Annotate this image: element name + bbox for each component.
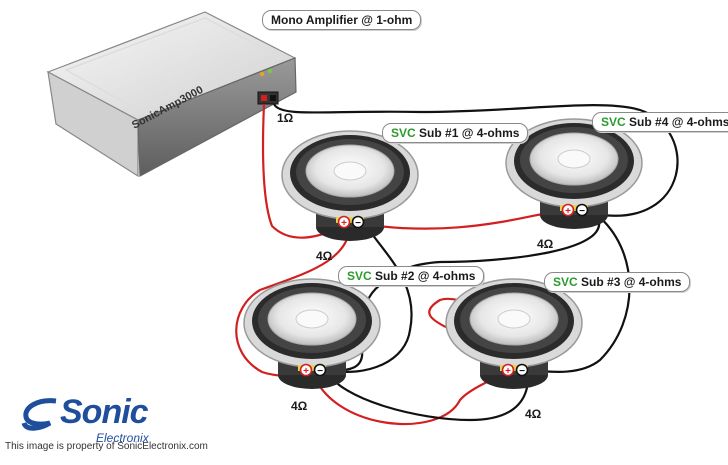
- sub1-label: Sub #1 @ 4-ohms: [419, 126, 520, 140]
- sub4-callout: SVC Sub #4 @ 4-ohms: [592, 112, 728, 132]
- amp-terminal-block: [257, 91, 279, 105]
- sub4-label: Sub #4 @ 4-ohms: [629, 115, 728, 129]
- sub4-speaker: +−: [505, 118, 643, 229]
- amplifier-callout: Mono Amplifier @ 1-ohm: [262, 10, 422, 30]
- sub4-negative-terminal: −: [575, 203, 589, 217]
- sub1-callout: SVC Sub #1 @ 4-ohms: [382, 123, 529, 143]
- sub1-impedance: 4Ω: [316, 249, 333, 263]
- svg-text:−: −: [317, 366, 323, 377]
- svg-text:−: −: [355, 218, 361, 229]
- sub3-impedance: 4Ω: [525, 407, 542, 421]
- subwoofers: +−+−+−+−: [243, 118, 643, 389]
- svg-text:+: +: [505, 366, 511, 377]
- sub3-svc-tag: SVC: [553, 275, 578, 289]
- svg-text:+: +: [303, 366, 309, 377]
- sub2-speaker: +−: [243, 278, 381, 389]
- sub1-speaker: +−: [281, 130, 419, 241]
- sub1-negative-terminal: −: [351, 215, 365, 229]
- sub4-impedance: 4Ω: [537, 237, 554, 251]
- sonic-electronix-logo: Sonic Electronix: [21, 393, 149, 445]
- brand-name: Sonic: [60, 393, 149, 431]
- sub3-negative-terminal: −: [515, 363, 529, 377]
- sub2-label: Sub #2 @ 4-ohms: [375, 269, 476, 283]
- svg-text:−: −: [579, 206, 585, 217]
- sub2-negative-terminal: −: [313, 363, 327, 377]
- svg-text:−: −: [519, 366, 525, 377]
- image-credit: This image is property of SonicElectroni…: [5, 441, 208, 452]
- sub4-positive-terminal: +: [561, 203, 575, 217]
- sub1-svc-tag: SVC: [391, 126, 416, 140]
- sub3-callout: SVC Sub #3 @ 4-ohms: [544, 272, 691, 292]
- sub2-impedance: 4Ω: [291, 399, 308, 413]
- sub3-positive-terminal: +: [501, 363, 515, 377]
- brand-sub: Electronix: [96, 431, 149, 445]
- svg-text:+: +: [565, 206, 571, 217]
- sub3-speaker: +−: [445, 278, 583, 389]
- sub4-svc-tag: SVC: [601, 115, 626, 129]
- sub2-positive-terminal: +: [299, 363, 313, 377]
- sub1-positive-terminal: +: [337, 215, 351, 229]
- mono-amplifier: [46, 11, 297, 178]
- svg-text:+: +: [341, 218, 347, 229]
- sub3-label: Sub #3 @ 4-ohms: [581, 275, 682, 289]
- sub2-callout: SVC Sub #2 @ 4-ohms: [338, 266, 485, 286]
- sonic-swoosh-icon: [21, 398, 57, 431]
- sub2-svc-tag: SVC: [347, 269, 372, 283]
- amp-load-label: 1Ω: [277, 111, 294, 125]
